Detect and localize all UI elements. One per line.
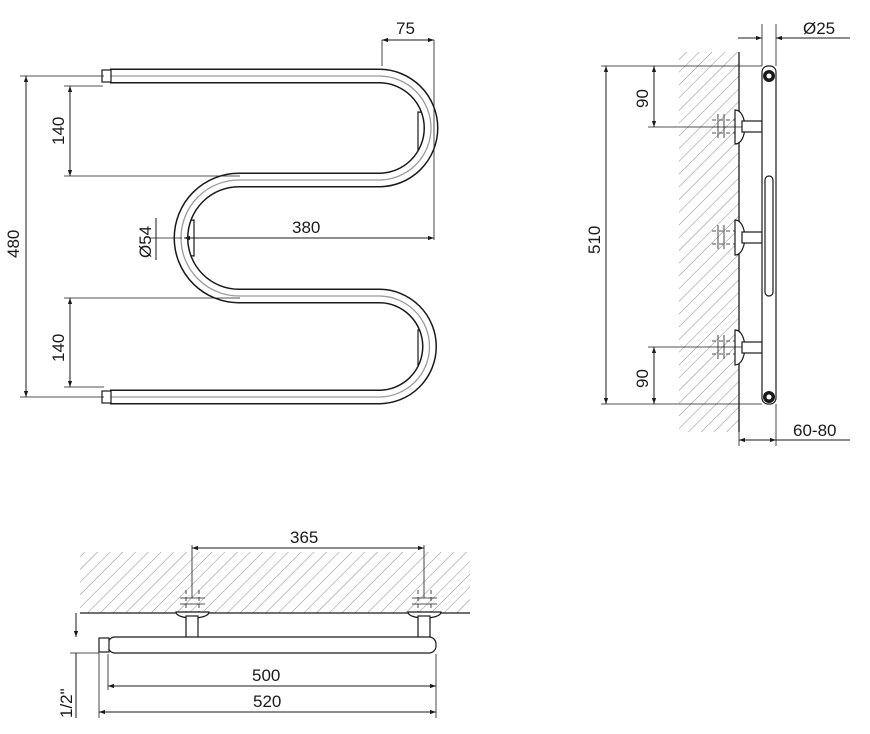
dim-label-365: 365 <box>290 528 318 547</box>
s-shaped-pipe <box>110 68 439 405</box>
dim-label-wall-distance: 60-80 <box>793 421 836 440</box>
dim-label-520: 520 <box>253 692 281 711</box>
dim-label-thread: 1/2" <box>57 688 76 718</box>
dim-label-500: 500 <box>252 666 280 685</box>
dim-label-fitting-dia: Ø54 <box>136 226 155 258</box>
side-dimensions: Ø25 510 90 90 60-80 <box>585 19 850 443</box>
dim-label-90-top: 90 <box>633 89 652 108</box>
dim-label-480: 480 <box>4 230 23 258</box>
dim-label-75: 75 <box>396 19 415 38</box>
dim-label-510: 510 <box>585 226 604 254</box>
dim-label-380: 380 <box>292 218 320 237</box>
dim-label-140-upper: 140 <box>49 117 68 145</box>
front-extension-lines <box>20 40 435 398</box>
top-tube <box>107 636 437 654</box>
dim-label-tube-dia: Ø25 <box>803 19 835 38</box>
side-wall-hatch <box>679 52 739 432</box>
dim-label-140-lower: 140 <box>49 334 68 362</box>
dim-label-90-bottom: 90 <box>633 369 652 388</box>
front-dimensions: 75 480 140 140 Ø54 380 <box>4 19 434 397</box>
side-view: Ø25 510 90 90 60-80 <box>585 19 850 446</box>
top-view: 365 500 520 1/2" <box>57 528 470 718</box>
front-view: 75 480 140 140 Ø54 380 <box>4 19 439 405</box>
top-wall-hatch <box>80 552 470 613</box>
top-tube-thread <box>98 637 110 653</box>
top-dimensions: 365 500 520 1/2" <box>57 528 436 718</box>
front-fittings <box>175 111 437 367</box>
top-bracket-left <box>175 590 210 639</box>
side-extension-lines <box>601 24 777 446</box>
top-bracket-right <box>407 590 442 639</box>
side-tube-bend <box>764 175 774 297</box>
